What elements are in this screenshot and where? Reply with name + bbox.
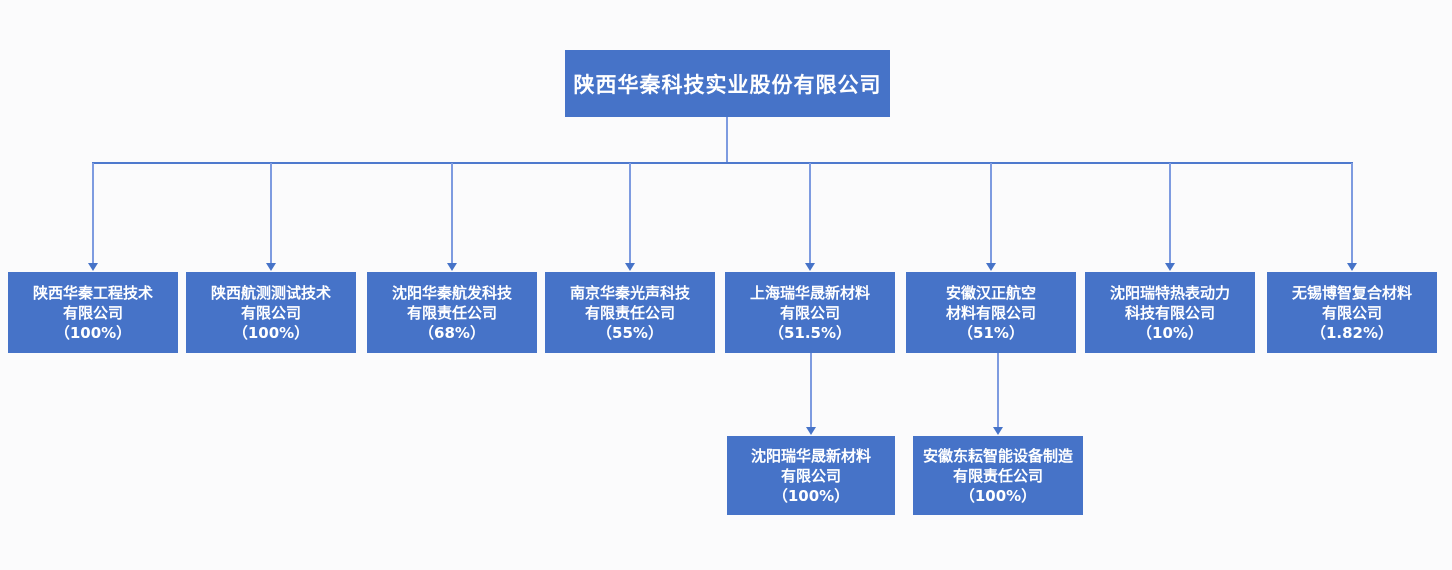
- company-name-line: 沈阳瑞华晟新材料: [750, 446, 871, 465]
- connector-drop-1: [92, 163, 94, 263]
- connector-drop-6: [990, 163, 992, 263]
- company-name-line: 有限责任公司: [584, 303, 675, 322]
- subsidiary-node-4: 南京华秦光声科技 有限责任公司 （55%）: [545, 272, 715, 353]
- sub-subsidiary-node-1: 沈阳瑞华晟新材料 有限公司 （100%）: [727, 436, 895, 515]
- subsidiary-node-8: 无锡博智复合材料 有限公司 （1.82%）: [1267, 272, 1437, 353]
- ownership-percent: （68%）: [419, 323, 485, 342]
- company-name-line: 有限公司: [780, 466, 841, 485]
- arrowhead-3: [447, 263, 457, 271]
- connector-drop-8: [1351, 163, 1353, 263]
- company-name-line: 无锡博智复合材料: [1291, 283, 1412, 302]
- arrowhead-8: [1347, 263, 1357, 271]
- arrowhead-6: [986, 263, 996, 271]
- connector-drop-5: [809, 163, 811, 263]
- root-company-node: 陕西华秦科技实业股份有限公司: [565, 50, 890, 117]
- arrowhead-4: [625, 263, 635, 271]
- company-name-line: 安徽汉正航空: [945, 283, 1036, 302]
- ownership-percent: （1.82%）: [1310, 323, 1394, 342]
- connector-drop-4: [629, 163, 631, 263]
- company-name-line: 有限公司: [62, 303, 123, 322]
- company-name-line: 有限责任公司: [952, 466, 1043, 485]
- subsidiary-node-3: 沈阳华秦航发科技 有限责任公司 （68%）: [367, 272, 537, 353]
- subsidiary-node-7: 沈阳瑞特热表动力 科技有限公司 （10%）: [1085, 272, 1255, 353]
- company-name-line: 陕西航测测试技术: [210, 283, 331, 302]
- ownership-percent: （10%）: [1137, 323, 1203, 342]
- arrowhead-7: [1165, 263, 1175, 271]
- sub-subsidiary-node-2: 安徽东耘智能设备制造 有限责任公司 （100%）: [913, 436, 1083, 515]
- subsidiary-node-6: 安徽汉正航空 材料有限公司 （51%）: [906, 272, 1076, 353]
- company-name-line: 有限公司: [240, 303, 301, 322]
- ownership-percent: （100%）: [959, 486, 1037, 505]
- arrowhead-2: [266, 263, 276, 271]
- company-name-line: 科技有限公司: [1124, 303, 1215, 322]
- connector-root-stem: [726, 117, 728, 164]
- connector-drop-7: [1169, 163, 1171, 263]
- company-name-line: 沈阳瑞特热表动力: [1109, 283, 1230, 302]
- arrowhead-5: [805, 263, 815, 271]
- company-name-line: 材料有限公司: [945, 303, 1036, 322]
- company-name-line: 有限公司: [1321, 303, 1382, 322]
- subsidiary-node-5: 上海瑞华晟新材料 有限公司 （51.5%）: [725, 272, 895, 353]
- ownership-percent: （100%）: [772, 486, 850, 505]
- connector-horizontal-rail: [92, 162, 1353, 164]
- subsidiary-node-1: 陕西华秦工程技术 有限公司 （100%）: [8, 272, 178, 353]
- company-name-line: 沈阳华秦航发科技: [391, 283, 512, 302]
- subsidiary-node-2: 陕西航测测试技术 有限公司 （100%）: [186, 272, 356, 353]
- root-company-name: 陕西华秦科技实业股份有限公司: [573, 72, 882, 97]
- ownership-percent: （100%）: [54, 323, 132, 342]
- company-name-line: 有限责任公司: [406, 303, 497, 322]
- company-name-line: 安徽东耘智能设备制造: [922, 446, 1073, 465]
- company-name-line: 上海瑞华晟新材料: [749, 283, 870, 302]
- connector-drop-sub-1: [810, 353, 812, 428]
- company-name-line: 陕西华秦工程技术: [32, 283, 153, 302]
- connector-drop-2: [270, 163, 272, 263]
- connector-drop-sub-2: [997, 353, 999, 428]
- ownership-percent: （55%）: [597, 323, 663, 342]
- company-name-line: 南京华秦光声科技: [569, 283, 690, 302]
- arrowhead-1: [88, 263, 98, 271]
- arrowhead-sub-1: [806, 427, 816, 435]
- ownership-percent: （51.5%）: [768, 323, 852, 342]
- ownership-percent: （51%）: [958, 323, 1024, 342]
- ownership-percent: （100%）: [232, 323, 310, 342]
- arrowhead-sub-2: [993, 427, 1003, 435]
- company-name-line: 有限公司: [779, 303, 840, 322]
- connector-drop-3: [451, 163, 453, 263]
